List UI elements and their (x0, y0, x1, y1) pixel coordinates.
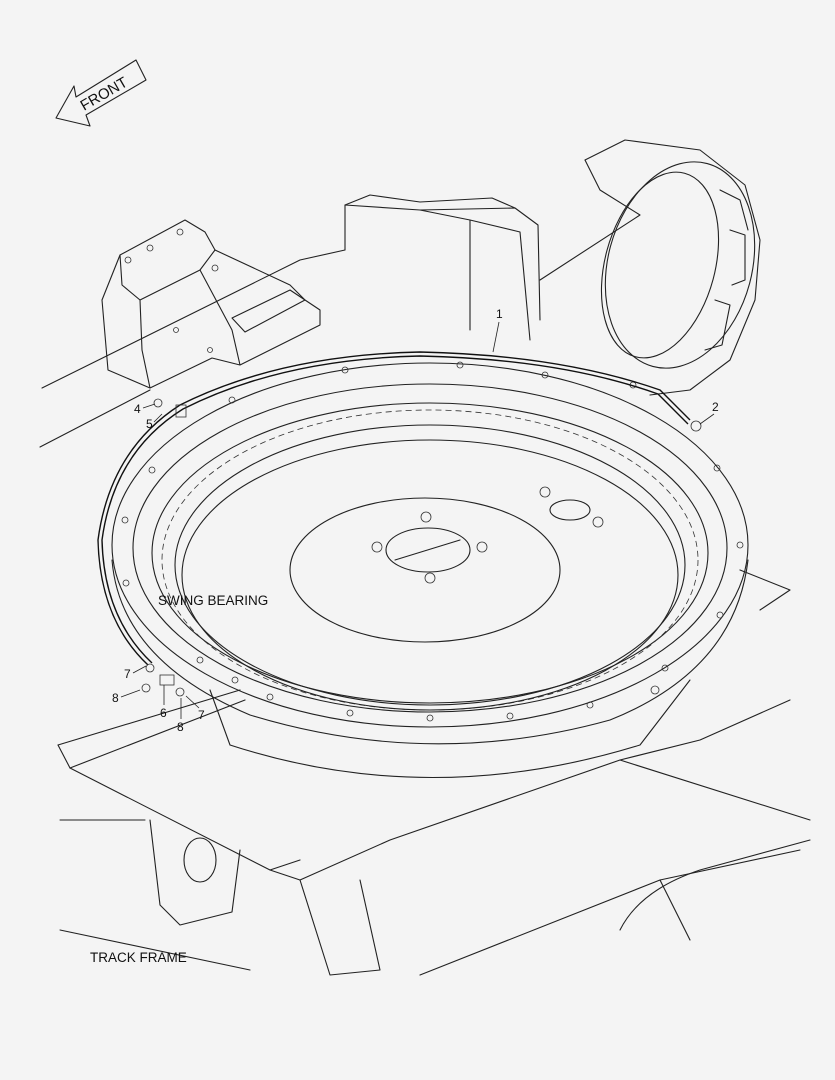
callout-4: 4 (134, 402, 141, 416)
callout-1: 1 (496, 307, 503, 321)
callout-8: 8 (112, 691, 119, 705)
track-frame-label: TRACK FRAME (90, 950, 187, 965)
callout-5: 5 (146, 417, 153, 431)
callout-8b: 8 (177, 720, 184, 734)
callouts: 1 2 4 5 7 8 6 8 7 (112, 307, 719, 734)
upper-frame (39, 139, 761, 448)
front-arrow: FRONT (55, 59, 147, 127)
track-frame (57, 569, 811, 976)
callout-7: 7 (124, 667, 131, 681)
swing-bearing (111, 361, 749, 778)
swing-bearing-label: SWING BEARING (158, 593, 268, 608)
callout-2: 2 (712, 400, 719, 414)
callout-7b: 7 (198, 708, 205, 722)
callout-6: 6 (160, 706, 167, 720)
grease-hose (97, 351, 702, 697)
